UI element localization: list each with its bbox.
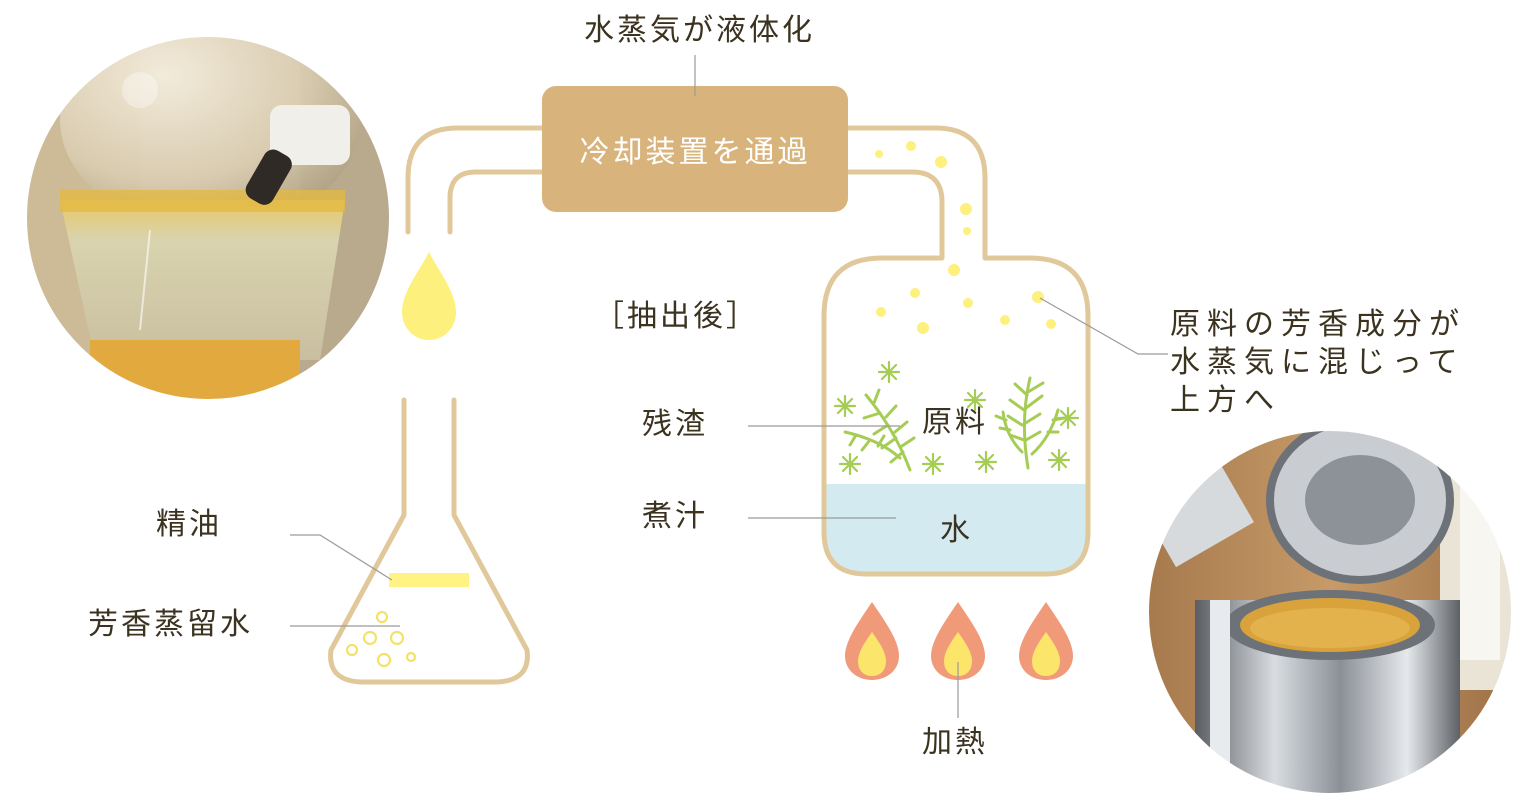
label-decoction: 煮汁 (642, 499, 708, 534)
label-cooling-device: 冷却装置を通過 (579, 135, 811, 170)
flame-icon (931, 602, 985, 680)
label-aromatic-water: 芳香蒸留水 (88, 607, 253, 642)
vapor-dots (875, 141, 1056, 334)
label-water: 水 (940, 513, 970, 548)
oil-layer (389, 573, 469, 587)
burner-flames (845, 602, 1073, 680)
label-raw-material: 原料 (922, 405, 988, 440)
label-heating: 加熱 (922, 725, 988, 760)
label-essential-oil: 精油 (156, 507, 222, 542)
label-after-extraction: ［抽出後］ (594, 299, 759, 334)
flame-icon (1019, 602, 1073, 680)
distiller-photo (1128, 429, 1513, 795)
boiler-vessel (821, 255, 1091, 577)
oil-droplet (402, 252, 456, 340)
separator-photo (25, 35, 391, 401)
aroma-line-2: 水蒸気に混じって (1170, 345, 1465, 380)
aroma-line-3: 上方へ (1170, 383, 1281, 418)
flame-icon (845, 602, 899, 680)
boiler-water (826, 484, 1086, 572)
aroma-line-1: 原料の芳香成分が (1170, 307, 1466, 342)
plant-material (843, 376, 1066, 472)
label-vapor-condenses: 水蒸気が液体化 (584, 13, 815, 48)
label-aroma-rises: 原料の芳香成分が 水蒸気に混じって 上方へ (1170, 306, 1466, 420)
aromatic-water-bubbles (345, 610, 417, 668)
receiver-flask (328, 397, 530, 685)
leader-lines (290, 297, 1168, 718)
label-residue: 残渣 (642, 407, 708, 442)
cooling-box (542, 86, 848, 212)
condenser-pipe (405, 125, 988, 261)
